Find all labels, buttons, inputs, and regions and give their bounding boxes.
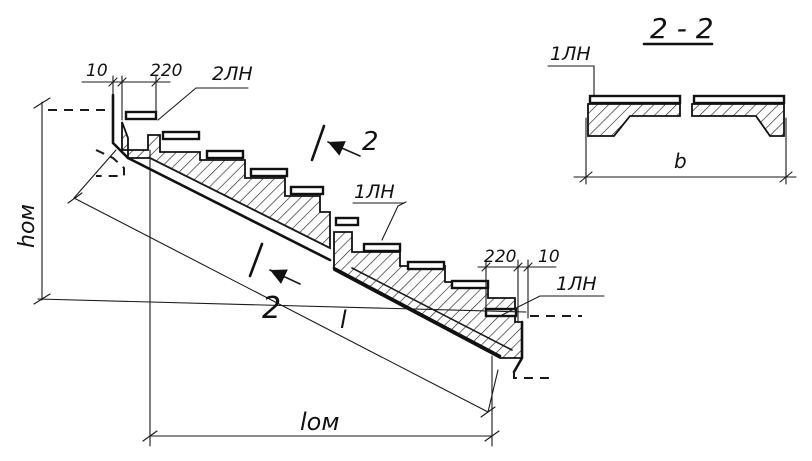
- tread-slab: [406, 260, 446, 271]
- leaders: [157, 65, 605, 317]
- height-hom-label: hом: [15, 204, 40, 248]
- length-l-label: l: [340, 306, 347, 334]
- bottom-support: [512, 320, 524, 374]
- soffit-line-lower: [332, 266, 502, 358]
- dim-10-right: 10: [538, 247, 560, 267]
- length-lom-label: lом: [300, 408, 339, 436]
- tread-slab: [450, 279, 490, 290]
- tread-slab: [289, 185, 325, 196]
- tread-slab: [205, 149, 245, 160]
- tread-slab: [249, 167, 289, 178]
- lining-2ln-label: 2ЛН: [212, 63, 253, 85]
- lining-1ln-mid-label: 1ЛН: [354, 181, 395, 203]
- dim-10-left: 10: [86, 61, 108, 81]
- width-b-label: b: [674, 149, 687, 173]
- tread-slab: [161, 130, 201, 141]
- top-support-dash: [95, 149, 125, 177]
- stair-flight: [95, 93, 552, 379]
- tread-slab: [124, 110, 158, 121]
- section-cut-markers: [248, 124, 361, 285]
- section-2-2: [573, 42, 797, 185]
- upper-flight-body: [121, 121, 331, 250]
- tread-slab: [362, 242, 402, 253]
- dim-220-right: 220: [484, 247, 516, 267]
- soffit-line-upper: [126, 156, 332, 262]
- dimensions: [33, 75, 557, 447]
- tread-slab: [334, 216, 360, 227]
- soffit-inner-upper: [149, 157, 331, 249]
- lining-1ln-section-label: 1ЛН: [550, 43, 591, 65]
- bottom-support-dash: [513, 372, 552, 379]
- section-title: 2 - 2: [650, 12, 714, 45]
- dim-220-left: 220: [150, 61, 182, 81]
- top-support: [111, 93, 130, 160]
- cut-mark-bottom-label: 2: [262, 291, 281, 326]
- lining-1ln-bottom-label: 1ЛН: [556, 273, 597, 295]
- cut-mark-top-label: 2: [362, 127, 379, 157]
